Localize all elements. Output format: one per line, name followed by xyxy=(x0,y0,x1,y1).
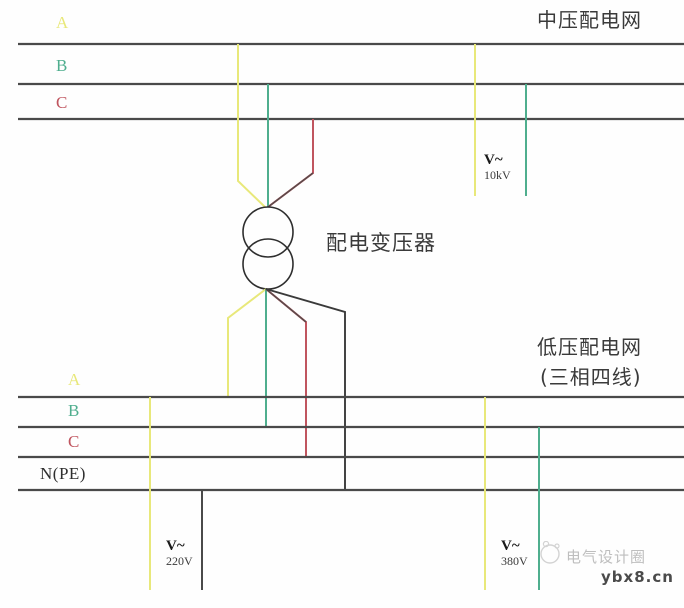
lv-network-subtitle: (三相四线) xyxy=(540,365,642,389)
hv-phase-label-c: C xyxy=(56,93,68,112)
lv-phase-label-b: B xyxy=(68,401,80,420)
hv-phase-label-a: A xyxy=(56,13,69,32)
hv-conductor-phase-a xyxy=(237,44,266,208)
hv-busbar-group xyxy=(18,42,684,121)
lv-380v-meter-label: V~ 380V xyxy=(501,539,528,569)
lv-220v-meter-symbol: V~ xyxy=(166,538,185,554)
watermark-logo-icon xyxy=(540,541,560,564)
watermark-brand: 电气设计圈 xyxy=(566,548,647,566)
transformer-primary-winding xyxy=(242,206,294,258)
hv-meter-symbol: V~ xyxy=(484,152,503,168)
hv-conductor-phase-c xyxy=(267,119,314,208)
lv-conductor-phase-c xyxy=(265,288,307,457)
hv-phase-label-b: B xyxy=(56,56,68,75)
lv-terminal-lead-c xyxy=(265,288,307,323)
lv-380v-meter-value: 380V xyxy=(501,554,528,568)
lv-phase-label-a: A xyxy=(68,370,81,389)
transformer-label: 配电变压器 xyxy=(326,231,436,255)
lv-conductor-phase-a xyxy=(227,288,267,397)
hv-meter-label: V~ 10kV xyxy=(484,153,511,183)
lv-220v-meter-label: V~ 220V xyxy=(166,539,193,569)
watermark-url: ybx8.cn xyxy=(601,568,674,586)
lv-conductor-neutral xyxy=(265,288,346,490)
hv-terminal-lead-c xyxy=(267,172,314,208)
lv-220v-meter-value: 220V xyxy=(166,554,193,568)
lv-busbar-group xyxy=(18,395,684,492)
lv-network-title: 低压配电网 xyxy=(537,335,642,359)
transformer-symbol xyxy=(242,206,294,290)
hv-meter-value: 10kV xyxy=(484,168,511,182)
lv-phase-label-c: C xyxy=(68,432,80,451)
lv-phase-label-neutral: N(PE) xyxy=(40,464,86,483)
lv-380v-meter-symbol: V~ xyxy=(501,538,520,554)
hv-network-title: 中压配电网 xyxy=(537,8,642,32)
transformer-secondary-winding xyxy=(242,238,294,290)
